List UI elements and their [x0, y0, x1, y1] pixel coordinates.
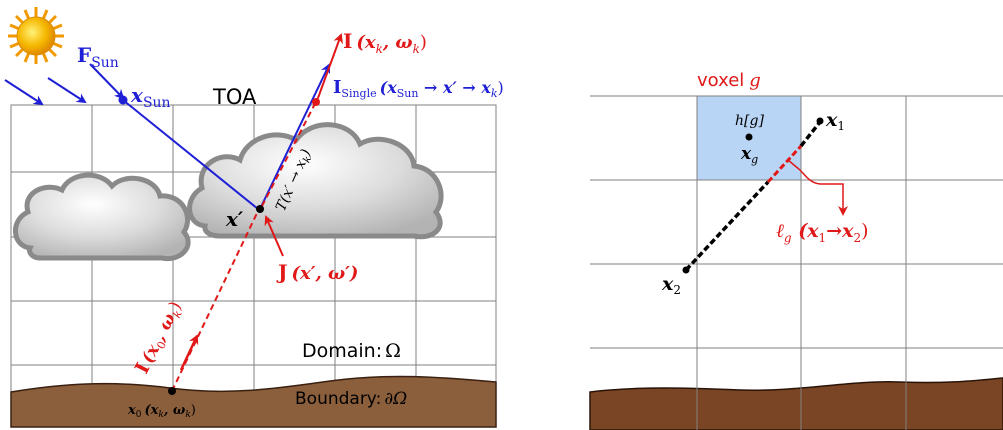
x0-point: [168, 387, 176, 395]
boundary-radiance-arrow: [179, 334, 199, 371]
segment-upper: [799, 120, 822, 148]
x-prime-point: [256, 205, 264, 213]
solar-beam: [122, 99, 259, 210]
cloud-large: [187, 122, 444, 240]
x2-point: [682, 266, 690, 274]
boundary-label: Boundary:∂Ω: [295, 389, 407, 409]
boundary-radiance-label: I(x0, ωk): [131, 297, 188, 378]
sun-icon: [8, 7, 64, 64]
single-scatter-label: ISingle(xSun → x′ → xk): [333, 77, 504, 100]
single-scatter-beam: [259, 63, 331, 210]
ground-right: [589, 377, 1003, 430]
f-sun-label: FSun: [77, 43, 119, 71]
xg-point: [745, 133, 753, 141]
los-to-sensor: [317, 33, 343, 99]
ground-boundary: [10, 375, 497, 428]
x-prime-label: x′: [225, 207, 244, 231]
radiance-label: I(xk, ωk): [343, 29, 427, 56]
x-sun-label: xSun: [130, 83, 171, 111]
los-dashed-upper: [261, 97, 319, 207]
segment-lower: [684, 180, 770, 272]
segment-in-voxel: [766, 144, 803, 184]
length-pointer: [787, 159, 848, 216]
x2-label: x2: [661, 273, 681, 297]
sensor-crossing-point: [312, 98, 320, 106]
xg-label: xg: [740, 144, 758, 166]
domain-label: Domain:Ω: [302, 340, 401, 362]
h-g-label: h[g]: [735, 113, 764, 129]
source-label: J(x′, ω′): [276, 260, 358, 284]
voxel-grid: [590, 95, 1003, 430]
x0-label: x0(xk, ωk): [127, 403, 196, 420]
length-label: ℓg (x1→x2): [776, 220, 869, 245]
sunlight-arrows: [4, 63, 125, 106]
x1-label: x1: [825, 109, 845, 133]
toa-label: TOA: [212, 85, 257, 109]
x1-point: [816, 117, 824, 125]
source-arrow: [264, 215, 284, 257]
left-panel: TOA FSun xSun I(xk, ωk) ISingle(xSun → x…: [4, 7, 504, 428]
cloud-small: [13, 172, 191, 262]
x-sun-point: [118, 95, 128, 105]
